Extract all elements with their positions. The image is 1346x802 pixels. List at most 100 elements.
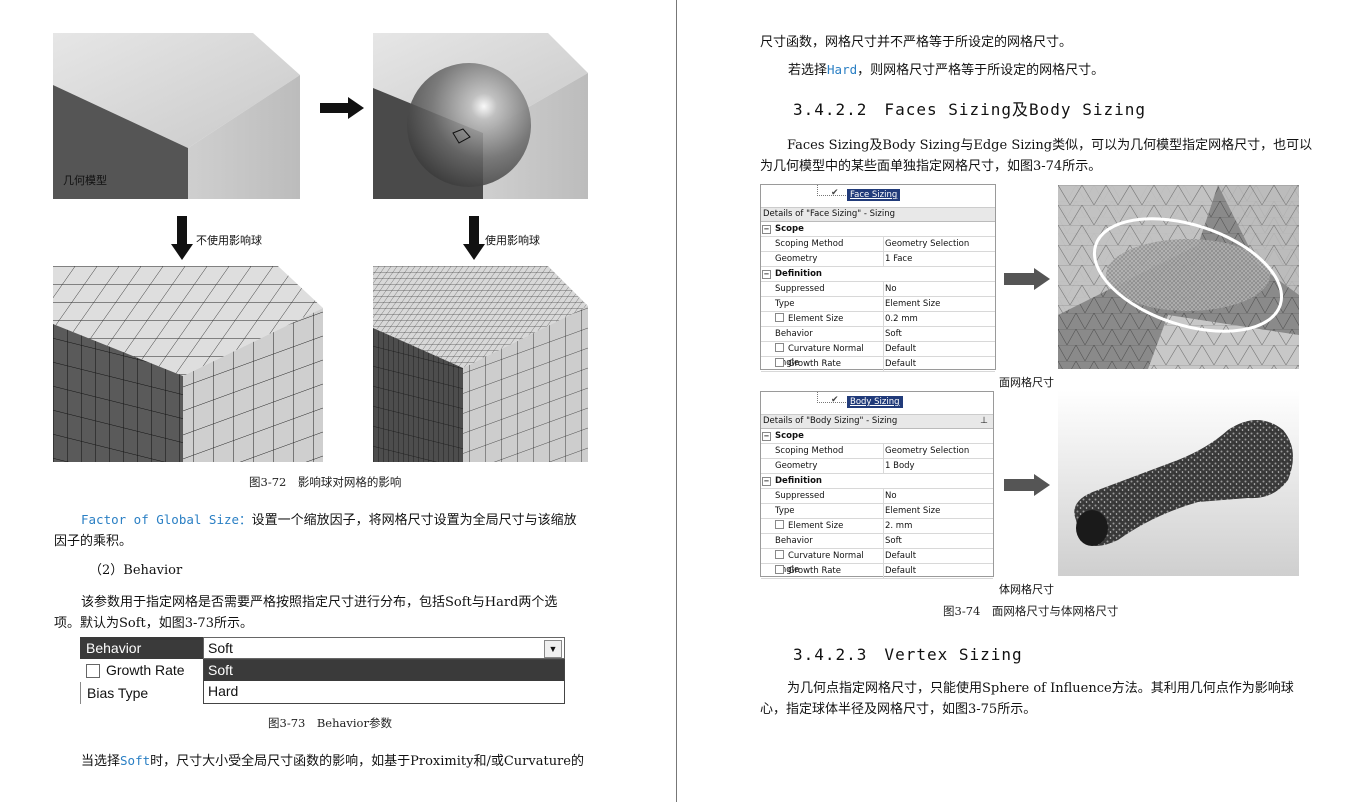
body-sizing-details-panel: ✔ Body Sizing Details of "Body Sizing" -… <box>760 391 994 579</box>
soft-term: Soft <box>120 753 151 768</box>
body-mesh-image <box>1058 390 1299 576</box>
property-name: Scoping Method <box>775 446 844 456</box>
growth-rate-label: Growth Rate <box>106 662 185 678</box>
property-value[interactable]: 1 Body <box>885 461 915 471</box>
property-value[interactable]: No <box>885 491 897 501</box>
refined-mesh-image <box>373 266 588 462</box>
behavior-options-list: Soft Hard <box>203 659 565 704</box>
property-row: Growth Rate Default <box>761 564 993 579</box>
behavior-select[interactable]: Soft ▼ <box>203 637 565 659</box>
property-name: Growth Rate <box>788 566 841 576</box>
face-mesh-image <box>1058 185 1299 369</box>
arrow-down-icon <box>463 216 485 260</box>
hard-term: Hard <box>827 62 858 77</box>
sizing-icon: ✔ <box>831 395 839 405</box>
property-value[interactable]: Default <box>885 566 917 576</box>
continuation-line: 尺寸函数，网格尺寸并不严格等于所设定的网格尺寸。 <box>760 35 1073 50</box>
parameter-checkbox[interactable] <box>775 358 784 367</box>
bias-type-label: Bias Type <box>80 682 203 704</box>
group-label: Definition <box>775 476 822 486</box>
property-row: Type Element Size <box>761 504 993 519</box>
face-sizing-details-title: Details of "Face Sizing" - Sizing <box>761 208 995 222</box>
property-row: Behavior Soft <box>761 534 993 549</box>
soft-paragraph: 当选择Soft时，尺寸大小受全局尺寸函数的影响，如基于Proximity和/或C… <box>81 753 584 769</box>
property-value[interactable]: Default <box>885 344 917 354</box>
group-label: Scope <box>775 224 804 234</box>
property-row: Suppressed No <box>761 489 993 504</box>
fig73-caption: 图3-73 Behavior参数 <box>268 716 392 730</box>
face-sizing-details-panel: ✔ Face Sizing Details of "Face Sizing" -… <box>760 184 996 372</box>
tree-node-face-sizing[interactable]: Face Sizing <box>847 189 901 201</box>
group-scope: −Scope <box>761 429 993 444</box>
option-hard[interactable]: Hard <box>208 683 239 699</box>
body-mesh-label: 体网格尺寸 <box>999 583 1054 596</box>
group-label: Scope <box>775 431 804 441</box>
option-soft[interactable]: Soft <box>204 660 564 681</box>
property-value[interactable]: 2. mm <box>885 521 913 531</box>
property-name: Curvature Normal Angle <box>775 344 864 368</box>
collapse-icon[interactable]: − <box>762 477 771 486</box>
property-value[interactable]: Geometry Selection <box>885 446 970 456</box>
section-heading-3-4-2-3: 3.4.2.3 Vertex Sizing <box>793 645 1023 664</box>
no-sphere-label: 不使用影响球 <box>196 234 262 247</box>
property-row: Scoping Method Geometry Selection <box>761 444 993 459</box>
arrow-right-icon <box>320 97 364 119</box>
property-row: Type Element Size <box>761 297 995 312</box>
property-name: Behavior <box>775 536 813 546</box>
hard-paragraph: 若选择Hard，则网格尺寸严格等于所设定的网格尺寸。 <box>788 62 1105 78</box>
property-name: Growth Rate <box>788 359 841 369</box>
property-value[interactable]: Element Size <box>885 506 941 516</box>
property-name: Suppressed <box>775 491 825 501</box>
behavior-property-table: Behavior Soft ▼ Growth Rate Bias Type So… <box>80 637 565 704</box>
property-name: Suppressed <box>775 284 825 294</box>
property-value[interactable]: Element Size <box>885 299 941 309</box>
property-value[interactable]: Default <box>885 551 917 561</box>
property-value[interactable]: Soft <box>885 536 902 546</box>
property-row: Element Size 0.2 mm <box>761 312 995 327</box>
face-mesh-label: 面网格尺寸 <box>999 376 1054 389</box>
property-value[interactable]: No <box>885 284 897 294</box>
property-row: Suppressed No <box>761 282 995 297</box>
arrow-right-icon <box>1004 474 1050 496</box>
property-name: Curvature Normal Angle <box>775 551 864 575</box>
face-sizing-tree: ✔ Face Sizing <box>761 185 995 208</box>
with-sphere-label: 使用影响球 <box>485 234 540 247</box>
growth-rate-checkbox[interactable] <box>86 664 100 678</box>
property-value[interactable]: Soft <box>885 329 902 339</box>
property-name: Element Size <box>788 314 844 324</box>
property-row: Scoping Method Geometry Selection <box>761 237 995 252</box>
property-value[interactable]: Default <box>885 359 917 369</box>
collapse-icon[interactable]: − <box>762 225 771 234</box>
pin-icon[interactable]: ⊥ <box>980 416 988 426</box>
fig74-caption: 图3-74 面网格尺寸与体网格尺寸 <box>943 604 1119 618</box>
parameter-checkbox[interactable] <box>775 550 784 559</box>
geometry-sphere-image <box>373 33 588 199</box>
parameter-checkbox[interactable] <box>775 565 784 574</box>
chevron-down-icon[interactable]: ▼ <box>544 640 562 658</box>
property-row: Growth Rate Default <box>761 357 995 372</box>
parameter-checkbox[interactable] <box>775 343 784 352</box>
factor-paragraph: Factor of Global Size：设置一个缩放因子，将网格尺寸设置为全… <box>54 512 577 549</box>
parameter-checkbox[interactable] <box>775 520 784 529</box>
group-definition: −Definition <box>761 474 993 489</box>
property-value[interactable]: 1 Face <box>885 254 913 264</box>
property-value[interactable]: 0.2 mm <box>885 314 918 324</box>
collapse-icon[interactable]: − <box>762 270 771 279</box>
sizing-icon: ✔ <box>831 188 839 198</box>
tree-node-body-sizing[interactable]: Body Sizing <box>847 396 903 408</box>
geometry-model-label: 几何模型 <box>63 174 107 187</box>
collapse-icon[interactable]: − <box>762 432 771 441</box>
page-divider <box>676 0 677 802</box>
property-name: Type <box>775 506 795 516</box>
property-name: Scoping Method <box>775 239 844 249</box>
property-name: Type <box>775 299 795 309</box>
property-value[interactable]: Geometry Selection <box>885 239 970 249</box>
body-sizing-details-title: Details of "Body Sizing" - Sizing <box>763 416 898 426</box>
parameter-checkbox[interactable] <box>775 313 784 322</box>
group-label: Definition <box>775 269 822 279</box>
